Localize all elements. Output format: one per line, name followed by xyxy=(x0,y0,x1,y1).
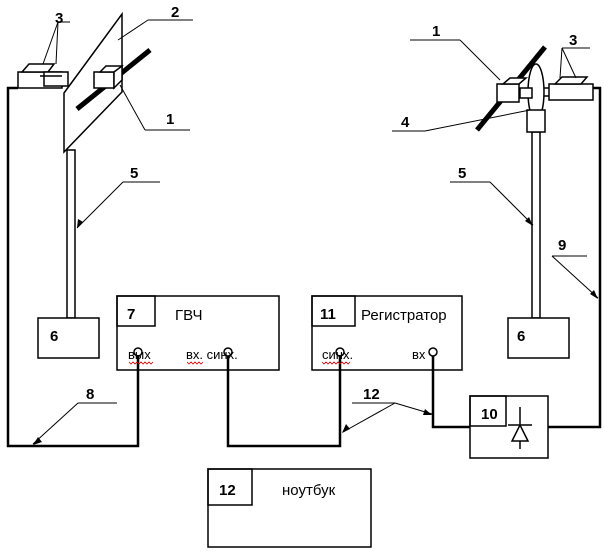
spellcheck-underline xyxy=(321,361,351,365)
left-horn-3 xyxy=(17,63,69,89)
gvch-title: ГВЧ xyxy=(175,307,202,324)
cable-sync xyxy=(226,356,342,448)
spellcheck-underline xyxy=(128,361,154,365)
arrowhead xyxy=(525,217,533,226)
right-base-6 xyxy=(507,317,570,359)
right-rotator-4 xyxy=(519,63,546,133)
left-mast xyxy=(66,149,76,319)
callout-left-5: 5 xyxy=(130,165,138,182)
callout-bottom-12: 12 xyxy=(363,386,380,403)
arrowhead xyxy=(77,219,83,228)
cable-8 xyxy=(6,86,140,448)
callout-left-3: 3 xyxy=(55,10,63,27)
callout-left-2: 2 xyxy=(171,4,179,21)
callout-right-5: 5 xyxy=(458,165,466,182)
left-reflector-plate xyxy=(63,11,123,154)
callout-right-9: 9 xyxy=(558,237,566,254)
registrar-title: Регистратор xyxy=(361,307,447,324)
notebook-number: 12 xyxy=(219,482,236,499)
callout-left-8: 8 xyxy=(86,386,94,403)
detector-number: 10 xyxy=(481,406,498,423)
registrar-number: 11 xyxy=(320,306,336,323)
cable-9 xyxy=(548,86,602,429)
callout-right-3: 3 xyxy=(569,32,577,49)
arrowhead xyxy=(33,437,42,445)
gvch-number: 7 xyxy=(127,306,135,323)
left-dipole-1 xyxy=(75,48,152,111)
base-left-number: 6 xyxy=(50,328,58,345)
arrowhead xyxy=(590,290,598,299)
registrar-sync-label: синх. xyxy=(322,347,353,362)
registrar-box xyxy=(311,295,463,371)
cable-registrar-detector xyxy=(431,356,470,429)
right-dipole-1 xyxy=(475,45,547,132)
arrowhead xyxy=(342,424,350,433)
gvch-sync-label: вх. синх. xyxy=(186,347,238,362)
registrar-in-port xyxy=(428,347,438,357)
notebook-box xyxy=(207,468,372,548)
gvch-out-label: вых xyxy=(128,347,151,362)
right-horn-3 xyxy=(544,76,594,101)
callout-right-1: 1 xyxy=(432,23,440,40)
callout-left-1: 1 xyxy=(166,111,174,128)
arrowhead xyxy=(423,409,432,415)
notebook-title: ноутбук xyxy=(282,482,336,499)
gvch-box xyxy=(116,295,280,371)
callout-right-4: 4 xyxy=(401,114,410,131)
right-mast xyxy=(531,131,541,319)
left-base-6 xyxy=(37,317,100,359)
registrar-in-label: вх xyxy=(412,347,426,362)
spellcheck-underline xyxy=(186,361,204,365)
base-right-number: 6 xyxy=(517,328,525,345)
